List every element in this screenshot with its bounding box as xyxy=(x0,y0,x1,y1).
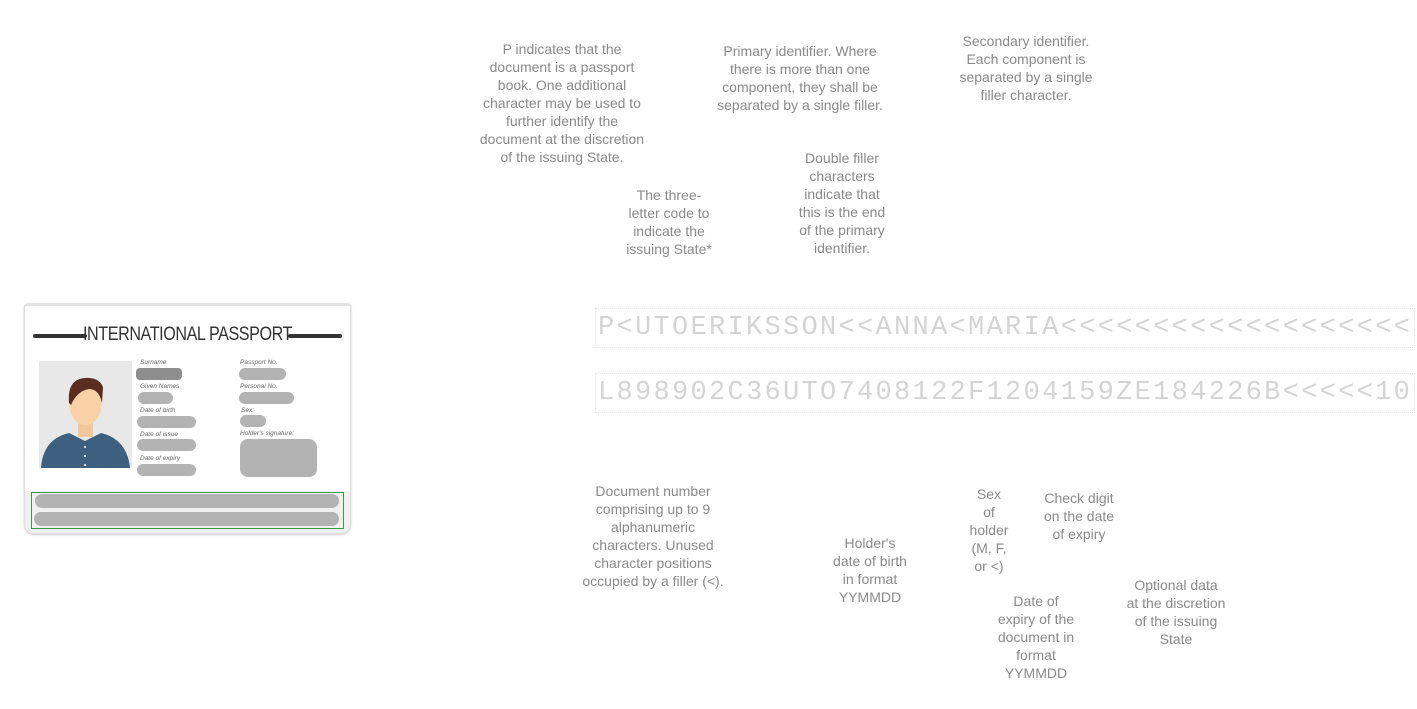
dob-label: Date of birth xyxy=(140,407,176,414)
issue-label: Date of issue xyxy=(140,431,178,438)
note-document-type: P indicates that the document is a passp… xyxy=(479,41,645,165)
mrz-line-2-placeholder xyxy=(34,512,339,526)
note-sex: Sex of holder (M, F, or <) xyxy=(969,486,1009,574)
note-primary-identifier: Primary identifier. Where there is more … xyxy=(717,43,883,113)
passport-title: INTERNATIONAL PASSPORT xyxy=(82,324,293,345)
holder-photo xyxy=(39,361,132,468)
given-names-label: Given Names xyxy=(140,383,180,390)
mrz-highlight-box xyxy=(31,492,344,529)
note-check-digit-expiry: Check digit on the date of expiry xyxy=(1043,490,1115,542)
passport-no-label: Passport No. xyxy=(240,359,278,366)
given-names-field xyxy=(138,392,173,404)
title-rule-left xyxy=(33,334,87,338)
mrz-line-1-placeholder xyxy=(35,494,339,508)
expiry-field xyxy=(137,464,196,476)
passport-no-field xyxy=(239,368,286,380)
signature-label: Holder's signature: xyxy=(240,430,294,437)
signature-field xyxy=(240,439,317,477)
note-date-of-birth: Holder's date of birth in format YYMMDD xyxy=(833,535,907,605)
note-optional-data: Optional data at the discretion of the i… xyxy=(1126,577,1226,647)
sex-field xyxy=(240,415,266,427)
surname-field xyxy=(136,368,182,380)
sex-label: Sex: xyxy=(241,407,255,414)
dob-field xyxy=(137,416,196,428)
personal-no-label: Personal No. xyxy=(240,383,278,390)
passport-illustration: INTERNATIONAL PASSPORT Surname Given Nam… xyxy=(24,303,351,534)
note-secondary-identifier: Secondary identifier. Each component is … xyxy=(959,33,1093,103)
expiry-label: Date of expiry xyxy=(140,455,181,462)
issue-field xyxy=(137,439,196,451)
note-date-of-expiry: Date of expiry of the document in format… xyxy=(997,593,1075,681)
personal-no-field xyxy=(239,392,294,404)
mrz-line-2: L898902C36UTO7408122F1204159ZE184226B<<<… xyxy=(595,373,1416,413)
mrz-zone xyxy=(25,491,350,533)
surname-label: Surname xyxy=(140,359,167,366)
title-rule-right xyxy=(288,334,342,338)
mrz-line-1: P<UTOERIKSSON<<ANNA<MARIA<<<<<<<<<<<<<<<… xyxy=(595,308,1416,348)
note-double-filler: Double filler characters indicate that t… xyxy=(798,150,886,256)
note-document-number: Document number comprising up to 9 alpha… xyxy=(582,483,724,589)
note-issuing-state: The three- letter code to indicate the i… xyxy=(626,187,712,257)
